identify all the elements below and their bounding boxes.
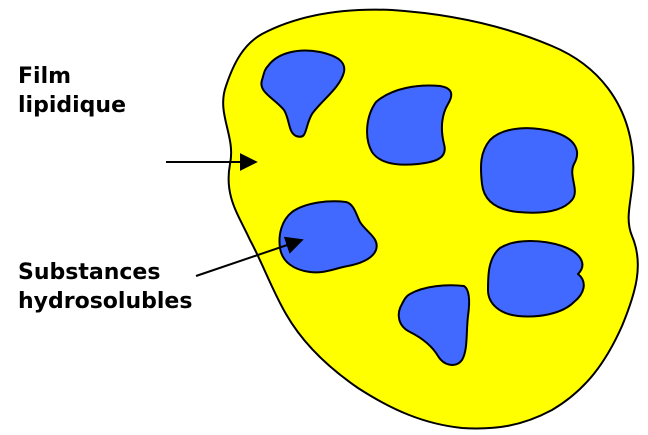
substances-label-line-2: hydrosolubles [18,287,192,316]
substances-label-line-1: Substances [18,258,192,287]
substances-hydrosolubles-label: Substances hydrosolubles [18,258,192,316]
droplet-3 [481,128,577,212]
droplet-5 [488,241,584,316]
film-lipidique-label: Film lipidique [18,62,126,120]
film-label-line-1: Film [18,62,126,91]
film-label-line-2: lipidique [18,91,126,120]
